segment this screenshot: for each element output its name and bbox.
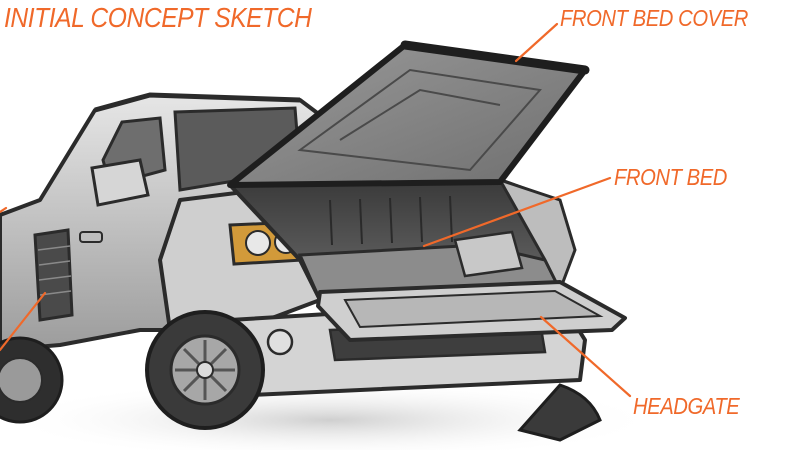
bed-side-wall xyxy=(496,177,577,294)
page-title: INITIAL CONCEPT SKETCH xyxy=(4,2,312,33)
door-handle xyxy=(79,231,103,243)
bed-wheel-well xyxy=(453,230,524,278)
label-headgate: HEADGATE xyxy=(633,393,740,419)
side-vent xyxy=(33,228,74,322)
leader-side-vent xyxy=(0,291,47,352)
headgate-panel xyxy=(343,289,604,329)
side-mirror xyxy=(90,158,150,207)
bed-ribs xyxy=(329,195,453,246)
leader-front-bed xyxy=(422,176,612,248)
front-wheel-center xyxy=(196,361,214,379)
leader-front-bed-cover xyxy=(514,22,559,63)
left-wheel-hub xyxy=(0,357,43,403)
leader-left-edge xyxy=(0,206,8,214)
label-front-bed-cover: FRONT BED COVER xyxy=(560,5,748,31)
label-front-bed: FRONT BED xyxy=(614,164,727,190)
fog-light xyxy=(266,328,294,356)
right-wheel xyxy=(517,383,602,442)
front-bed-cover-edge xyxy=(400,40,590,75)
cover-stamping xyxy=(297,68,542,172)
leader-headgate xyxy=(539,315,632,398)
headlight-lens-1 xyxy=(245,230,271,256)
leader-lines xyxy=(0,22,632,398)
cab-roof xyxy=(94,92,301,113)
